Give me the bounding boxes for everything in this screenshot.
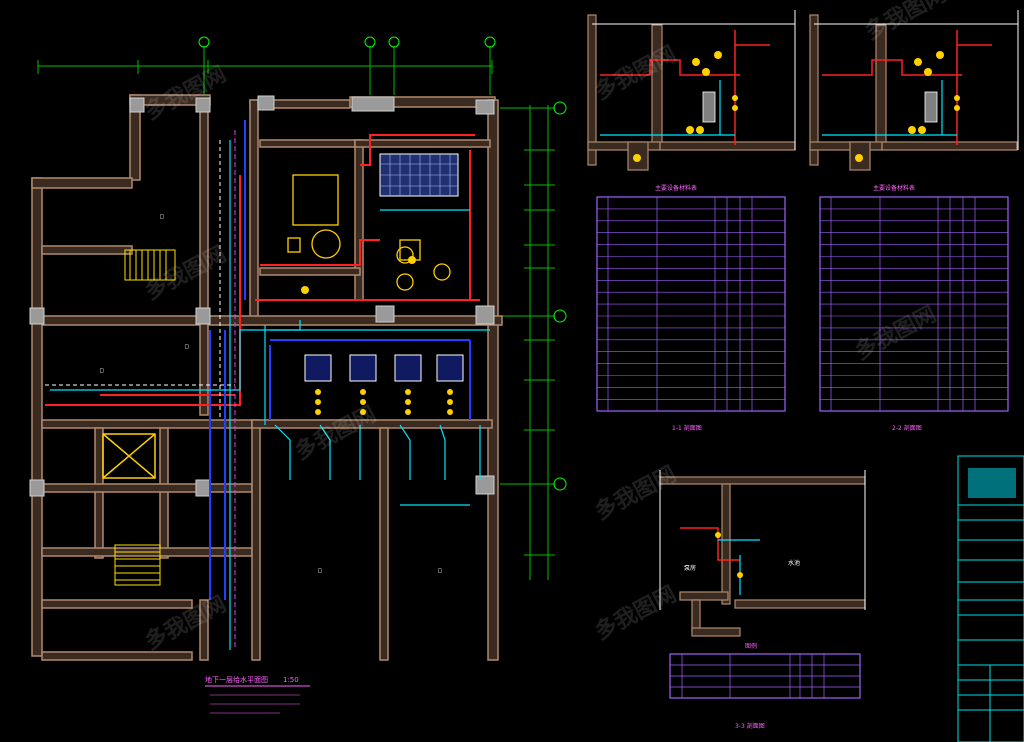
grid-bubble-2 — [198, 36, 210, 48]
section-b: 2-2 剖面图 — [809, 10, 1019, 432]
grid-bubble-e — [553, 101, 567, 115]
section-c-title: 3-3 剖面图 — [735, 722, 765, 730]
water-tank-grid — [380, 154, 458, 196]
svg-text:□: □ — [185, 343, 189, 350]
svg-text:□: □ — [318, 567, 322, 574]
dimension-lines — [37, 46, 555, 580]
watermark-text: 多我图网 — [861, 0, 951, 45]
grid-bubble-c — [553, 477, 567, 491]
section-a-title: 1-1 剖面图 — [672, 424, 702, 432]
stairs — [114, 249, 176, 586]
table-c-title: 图例 — [745, 642, 757, 650]
plan-room-marks: □ □ □ □ □ — [100, 213, 442, 574]
section-b-title: 2-2 剖面图 — [892, 424, 922, 432]
grid-bubbles-top — [198, 36, 496, 48]
pipes-cold — [209, 120, 471, 600]
title-block — [957, 455, 1024, 742]
watermark-text: 多我图网 — [141, 61, 231, 125]
pipes-hot — [45, 134, 480, 406]
grid-bubble-5 — [388, 36, 400, 48]
grid-bubble-4 — [364, 36, 376, 48]
section-a: 1-1 剖面图 — [587, 10, 796, 432]
table-b-title: 主要设备材料表 — [873, 184, 915, 192]
pump-units — [304, 354, 464, 382]
plan-columns — [29, 95, 495, 497]
svg-text:□: □ — [100, 367, 104, 374]
watermark-text: 多我图网 — [591, 41, 681, 105]
watermark-text: 多我图网 — [591, 461, 681, 525]
watermark-text: 多我图网 — [291, 401, 381, 465]
legend-table: 图例 — [669, 642, 861, 699]
watermark-text: 多我图网 — [591, 581, 681, 645]
section-c: 泵房 水池 3-3 剖面图 — [659, 470, 866, 730]
room-a-label: 泵房 — [684, 564, 696, 572]
table-a-title: 主要设备材料表 — [655, 184, 697, 192]
heater-equipment — [287, 174, 451, 291]
equipment-table-b: 主要设备材料表 — [819, 184, 1009, 412]
grid-bubbles-right — [553, 101, 567, 491]
plan-title-main: 地下一层给水平面图 — [205, 675, 268, 684]
pipes-dashed — [45, 140, 235, 420]
pump-valves — [301, 256, 453, 415]
elevator-shaft — [102, 433, 156, 479]
equipment-table-a: 主要设备材料表 — [596, 184, 786, 412]
plan-title-group: 地下一层给水平面图 1:50 — [205, 675, 310, 714]
svg-text:□: □ — [438, 567, 442, 574]
plan-title-scale: 1:50 — [283, 676, 299, 684]
watermark-text: 多我图网 — [851, 301, 941, 365]
svg-text:□: □ — [160, 213, 164, 220]
grid-bubble-6 — [484, 36, 496, 48]
pipes-supply — [50, 140, 490, 650]
room-b-label: 水池 — [788, 559, 800, 567]
grid-bubble-d — [553, 309, 567, 323]
